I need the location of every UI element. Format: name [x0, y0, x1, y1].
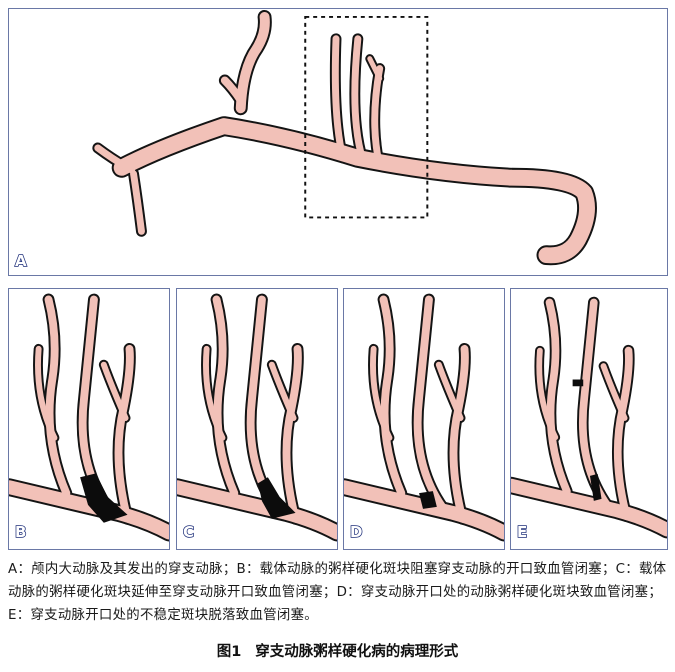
plaque-e-embolus	[572, 379, 584, 387]
perforator-1-fill	[545, 298, 571, 496]
perforator-1-fill	[44, 295, 71, 498]
plaque-e-ostium	[589, 473, 602, 501]
panel-a: A	[8, 8, 668, 276]
panel-b: B	[8, 288, 170, 550]
plaque-b	[80, 473, 128, 523]
perforator-3-branch-fill	[268, 361, 297, 421]
panel-label-d: D	[349, 523, 363, 541]
perforator-2-fill	[413, 295, 451, 517]
vessel-tree-a	[92, 9, 597, 266]
perforator-1-fill	[379, 295, 406, 498]
plaque-d	[419, 491, 437, 509]
figure-caption: A：颅内大动脉及其发出的穿支动脉；B：载体动脉的粥样硬化斑块阻塞穿支动脉的开口致…	[8, 562, 667, 623]
parent-artery-fill	[511, 478, 667, 537]
zoom-region-box	[304, 15, 429, 219]
figure-title: 图1 穿支动脉粥样硬化病的病理形式	[0, 640, 675, 661]
perforator-3-branch-fill	[100, 361, 129, 421]
panel-label-a: A	[14, 252, 27, 270]
perforator-1-fill	[212, 295, 239, 498]
parent-artery-fill	[177, 480, 337, 540]
figure-number: 图1	[216, 644, 242, 660]
panel-label-b: B	[14, 523, 27, 541]
perforator-diagram-d	[344, 293, 504, 542]
panel-e: E	[510, 288, 668, 550]
panel-label-e: E	[516, 523, 528, 541]
perforator-1-branch-fill	[203, 345, 226, 441]
perforator-diagram-b	[9, 293, 169, 542]
plaque-c	[257, 477, 296, 519]
panel-label-c: C	[182, 523, 195, 541]
artery-diagram-a	[92, 9, 597, 266]
figure-title-text: 穿支动脉粥样硬化病的病理形式	[255, 644, 459, 660]
panel-c: C	[176, 288, 338, 550]
perforator-1-branch-fill	[35, 345, 58, 441]
perforator-3-branch-fill	[435, 361, 464, 421]
panel-d: D	[343, 288, 505, 550]
perforator-diagram-e	[511, 296, 667, 539]
perforator-1-branch-fill	[370, 345, 393, 441]
perforator-3-branch-fill	[600, 363, 628, 421]
perforator-diagram-c	[177, 293, 337, 542]
perforator-1-branch-fill	[536, 347, 559, 441]
